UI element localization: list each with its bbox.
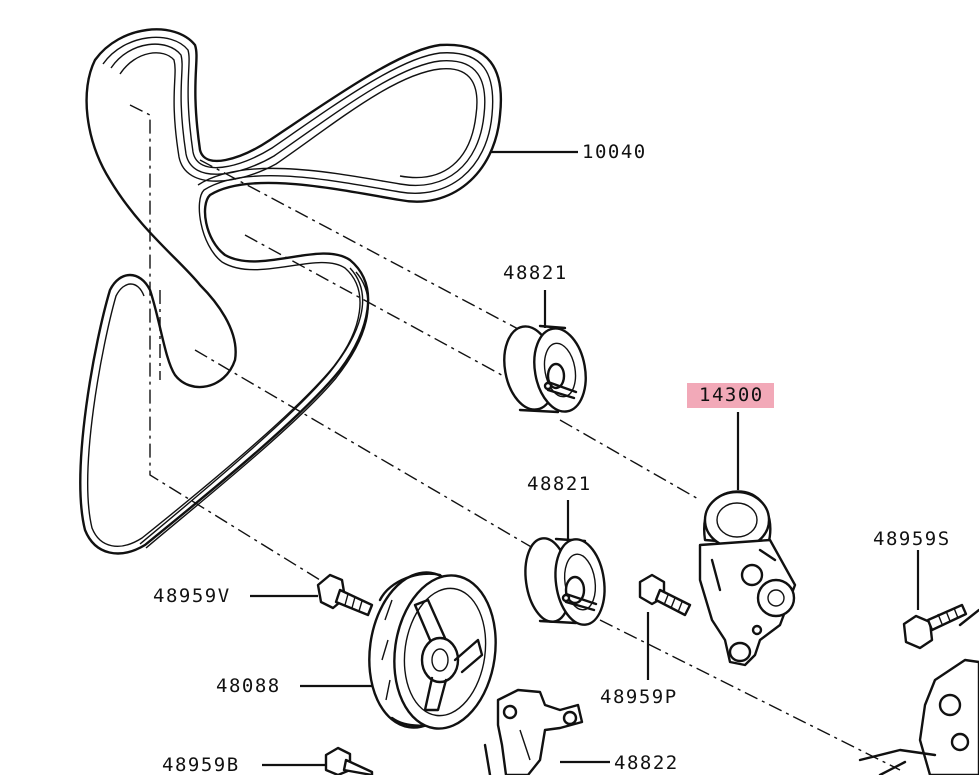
bolt-48959p[interactable] [638, 573, 692, 617]
label-tensioner: 14300 [687, 383, 774, 408]
label-idler-upper: 48821 [503, 262, 568, 284]
leader-lines [250, 150, 920, 767]
idler-pulley-upper[interactable] [498, 322, 592, 415]
label-idler-lower: 48821 [527, 473, 592, 495]
bolt-48959v[interactable] [316, 573, 374, 617]
label-bolt-s: 48959S [873, 528, 951, 550]
label-bolt-v: 48959V [153, 585, 231, 607]
label-pulley: 48088 [216, 675, 281, 697]
label-bolt-b: 48959B [162, 754, 240, 776]
bracket-48822[interactable] [483, 688, 584, 775]
belt-tensioner[interactable] [698, 490, 797, 667]
engine-bracket-partial [858, 608, 979, 775]
serpentine-belt[interactable] [79, 28, 503, 555]
label-belt: 10040 [582, 141, 647, 163]
center-lines [129, 104, 901, 771]
label-bolt-p: 48959P [600, 686, 678, 708]
bolt-48959b[interactable] [324, 746, 374, 775]
label-bracket: 48822 [614, 752, 679, 774]
crank-pulley[interactable] [360, 566, 506, 735]
idler-pulley-lower[interactable] [520, 535, 609, 628]
bolt-48959s[interactable] [902, 603, 968, 650]
